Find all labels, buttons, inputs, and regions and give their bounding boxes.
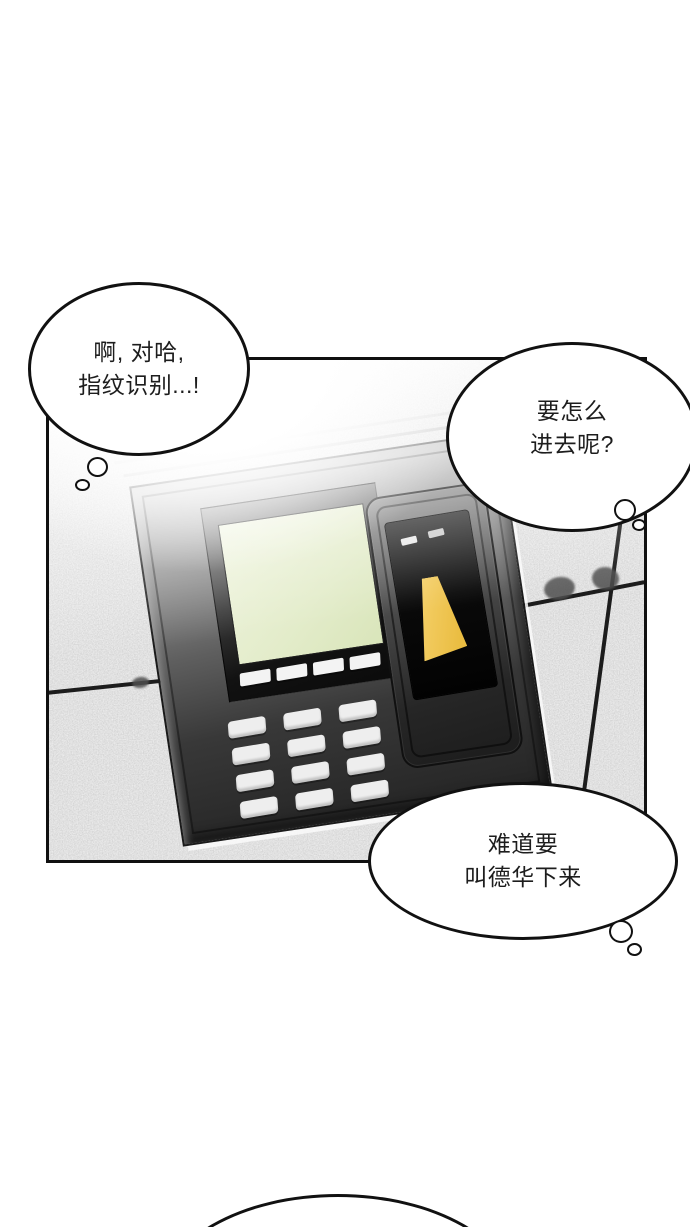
sensor-indicator <box>400 535 418 547</box>
function-button <box>349 652 381 671</box>
fingerprint-sensor-icon <box>408 573 469 662</box>
keypad-button <box>227 715 267 739</box>
thought-bubble-partial-bottom <box>160 1194 516 1227</box>
thought-trail-dot <box>87 457 108 477</box>
thought-trail-dot <box>609 920 633 943</box>
keypad-button <box>235 769 275 793</box>
function-button <box>239 668 271 687</box>
keypad-button <box>231 742 271 766</box>
bubble-line: 啊, 对哈, <box>93 339 185 365</box>
bubble-text: 啊, 对哈, 指纹识别...! <box>78 336 200 402</box>
bubble-text: 要怎么 进去呢? <box>530 395 614 461</box>
thought-bubble-1: 啊, 对哈, 指纹识别...! <box>28 282 250 456</box>
fingerprint-module <box>363 481 525 771</box>
thought-trail-dot <box>75 479 90 491</box>
thought-bubble-2: 要怎么 进去呢? <box>446 342 690 532</box>
keypad-button <box>239 795 279 820</box>
numeric-keypad <box>227 699 390 820</box>
bubble-text: 难道要 叫德华下来 <box>464 828 582 894</box>
thought-trail-dot <box>614 499 636 521</box>
keypad-button <box>350 779 390 803</box>
keypad-button <box>338 699 378 723</box>
keypad-button <box>346 752 386 776</box>
bubble-line: 叫德华下来 <box>464 864 582 890</box>
lcd-screen <box>217 503 385 666</box>
keypad-button <box>286 734 326 758</box>
thought-trail-dot <box>632 519 646 531</box>
function-button <box>312 657 345 676</box>
keypad-button <box>294 787 334 811</box>
bubble-line: 要怎么 <box>536 398 608 424</box>
keypad-button <box>342 725 382 750</box>
keypad-button <box>290 760 330 785</box>
bubble-line: 指纹识别...! <box>78 372 200 398</box>
sensor-indicator <box>427 527 445 539</box>
thought-trail-dot <box>627 943 642 956</box>
keypad-button <box>282 707 322 731</box>
bubble-line: 进去呢? <box>530 431 614 457</box>
bubble-line: 难道要 <box>487 831 559 857</box>
function-button <box>276 663 308 682</box>
thought-bubble-3: 难道要 叫德华下来 <box>368 782 678 940</box>
